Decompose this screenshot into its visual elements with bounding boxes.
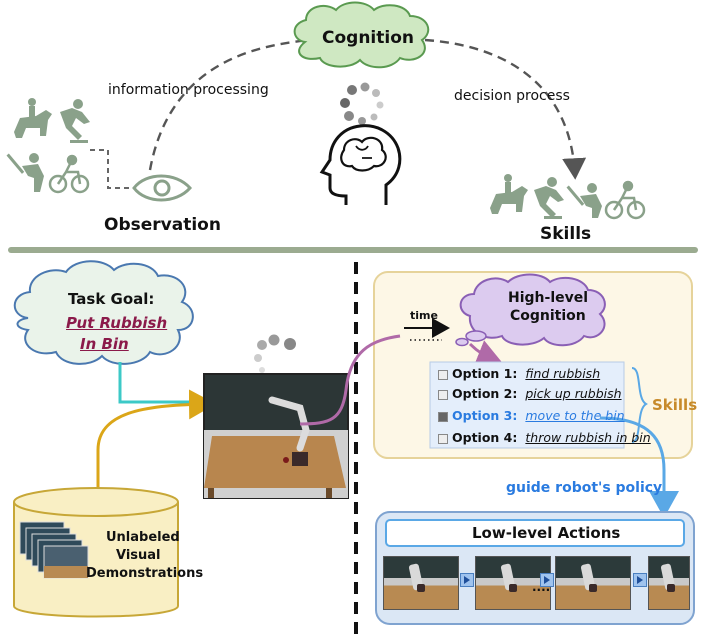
option-value-2: pick up rubbish [525, 386, 622, 401]
option-label-2: Option 2: [452, 386, 518, 401]
high-level-line2: Cognition [510, 308, 586, 324]
skills-top-label: Skills [540, 224, 592, 244]
observation-label: Observation [104, 215, 221, 235]
action-frame-1 [383, 556, 459, 610]
time-label: time [410, 309, 438, 322]
golfer-icon [566, 183, 602, 218]
demonstration-frames-image [19, 521, 89, 579]
high-level-cognition-cloud [455, 273, 606, 347]
brain-head-icon [319, 124, 402, 205]
low-level-title-box [385, 519, 685, 547]
task-goal-line1: Put Rubbish [66, 314, 168, 332]
option-checkbox-2[interactable] [438, 389, 448, 400]
action-frame-2 [475, 556, 551, 610]
decision-arc [424, 38, 587, 180]
skills-label: Skills [652, 396, 698, 414]
cognition-to-options-arrow [468, 340, 504, 369]
cyclist-icon [48, 154, 90, 194]
option-value-1: find rubbish [525, 366, 601, 381]
eye-icon [132, 174, 192, 202]
robot-scene-image [203, 373, 349, 499]
information-processing-label: information processing [108, 82, 269, 98]
loading-spinner-icon [254, 334, 296, 373]
golfer-icon [6, 153, 44, 192]
ellipsis-label: .... [532, 580, 551, 594]
horse-rider-icon [490, 174, 528, 214]
action-frame-4 [648, 556, 690, 610]
option-label-3: Option 3: [452, 408, 518, 423]
skills-brace [631, 367, 648, 443]
data-to-robot-arrow [96, 389, 216, 494]
option-label-4: Option 4: [452, 430, 518, 445]
option-checkbox-1[interactable] [438, 369, 448, 380]
database-line2: Visual [116, 548, 161, 563]
arrow-right-icon [540, 573, 554, 587]
options-to-actions-arrow [599, 416, 679, 518]
decision-process-label: decision process [454, 88, 570, 104]
high-level-line1: High-level [508, 290, 589, 306]
low-level-title: Low-level Actions [472, 524, 621, 542]
task-goal-title: Task Goal: [68, 290, 155, 308]
cognition-cloud [293, 1, 430, 69]
observation-connector [90, 149, 135, 189]
section-divider [8, 247, 698, 253]
cyclist-icon [604, 180, 646, 220]
skater-icon [534, 177, 564, 219]
option-row-2[interactable]: Option 2: pick up rubbish [438, 386, 622, 401]
option-checkbox-3[interactable] [438, 411, 448, 422]
loading-spinner-icon [340, 82, 384, 125]
option-value-4: throw rubbish in bin [525, 430, 651, 445]
task-goal-cloud [13, 260, 194, 365]
option-value-3: move to the bin [525, 408, 625, 423]
option-checkbox-4[interactable] [438, 433, 448, 444]
database-line1: Unlabeled [106, 530, 180, 545]
guide-policy-label: guide robot's policy [506, 480, 663, 496]
skater-icon [60, 99, 90, 143]
arrow-right-icon [460, 573, 474, 587]
action-frame-3 [555, 556, 631, 610]
option-row-3[interactable]: Option 3: move to the bin [438, 408, 625, 423]
option-label-1: Option 1: [452, 366, 518, 381]
arrow-right-icon [633, 573, 647, 587]
option-row-1[interactable]: Option 1: find rubbish [438, 366, 600, 381]
task-goal-line2: In Bin [80, 335, 129, 353]
cognition-label: Cognition [322, 28, 414, 48]
option-row-4[interactable]: Option 4: throw rubbish in bin [438, 430, 651, 445]
robot-to-cognition-arrow [299, 334, 401, 426]
cognition-arc [148, 38, 311, 171]
options-box [429, 361, 625, 449]
horse-rider-icon [14, 98, 52, 138]
database-line3: Demonstrations [86, 566, 204, 581]
